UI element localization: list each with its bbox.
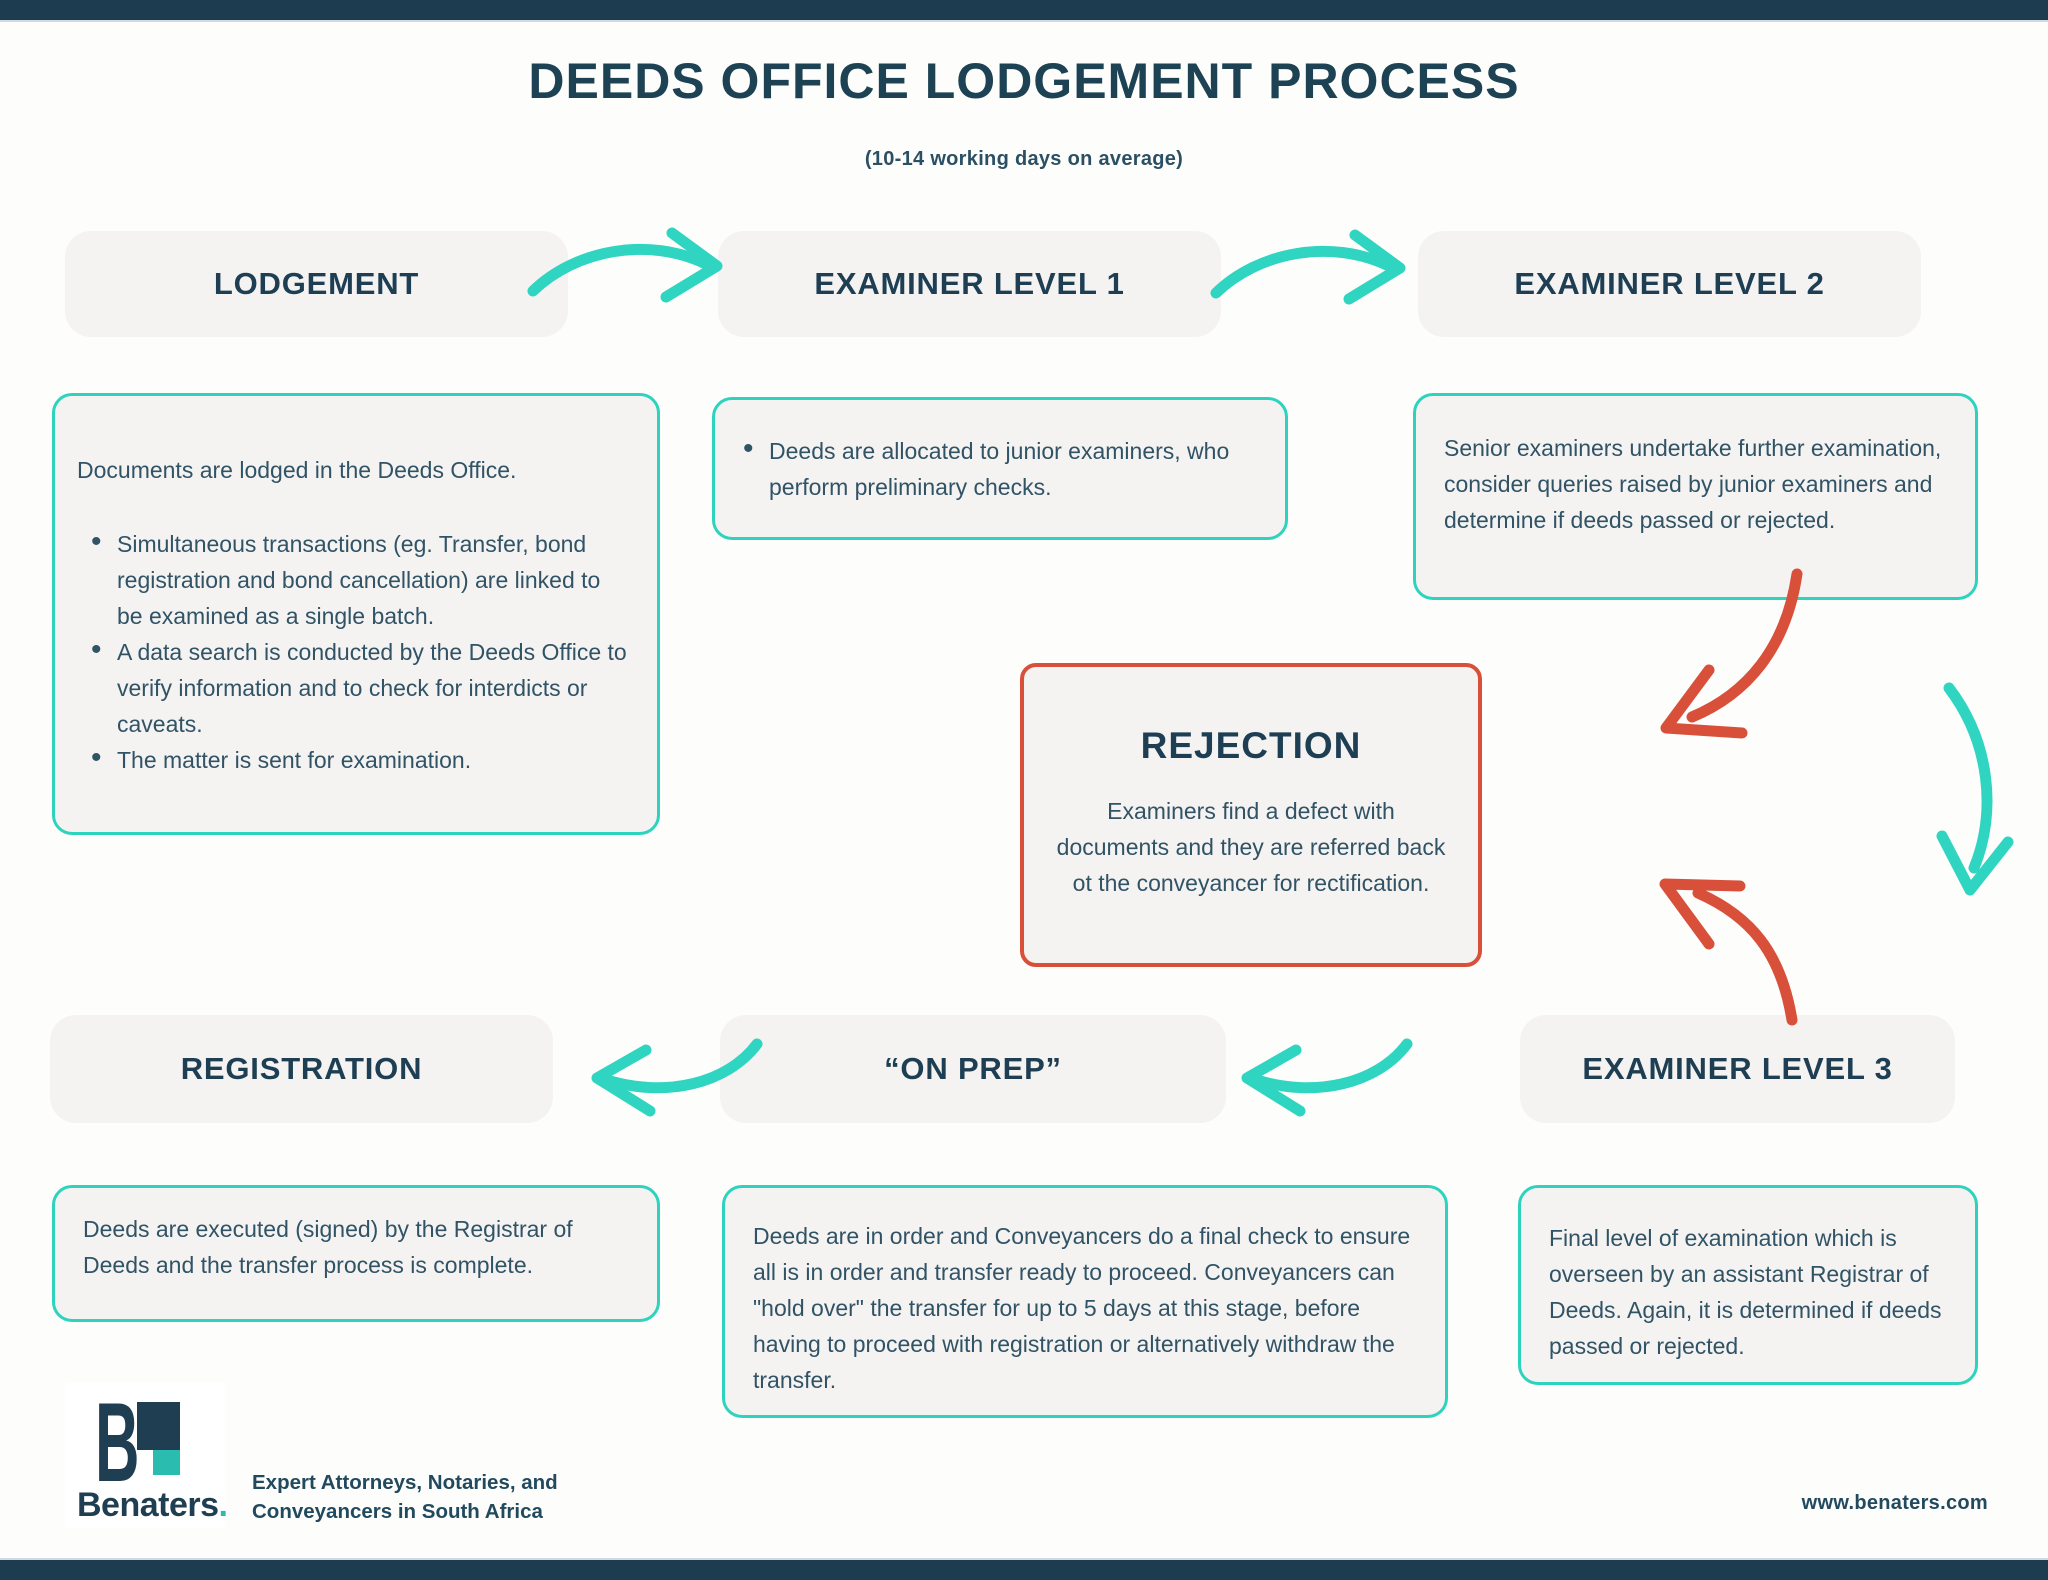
website-link[interactable]: www.benaters.com <box>1801 1492 1988 1514</box>
bullet-item: Simultaneous transactions (eg. Transfer,… <box>77 524 627 634</box>
arrow-examiner3-to-rejection-icon <box>1659 878 1798 1026</box>
logo-b-glyph-icon: B <box>95 1380 140 1505</box>
footer-tagline: Expert Attorneys, Notaries, and Conveyan… <box>252 1468 558 1526</box>
top-navy-bar <box>0 0 2048 22</box>
page-title: DEEDS OFFICE LODGEMENT PROCESS <box>528 53 1520 109</box>
logo-wordmark: Benaters. <box>77 1486 228 1525</box>
examiner-level-1-description: Deeds are allocated to junior examiners,… <box>712 397 1288 540</box>
on-prep-description: Deeds are in order and Conveyancers do a… <box>722 1185 1448 1418</box>
stage-examiner-level-2: EXAMINER LEVEL 2 <box>1418 231 1921 337</box>
examiner-level-2-text: Senior examiners undertake further exami… <box>1444 435 1942 533</box>
stage-lodgement-label: LODGEMENT <box>213 266 420 301</box>
registration-text: Deeds are executed (signed) by the Regis… <box>83 1216 573 1278</box>
examiner-level-2-description: Senior examiners undertake further exami… <box>1413 393 1978 600</box>
stage-examiner-level-3-label: EXAMINER LEVEL 3 <box>1582 1051 1893 1086</box>
stage-examiner-level-1: EXAMINER LEVEL 1 <box>718 231 1221 337</box>
examiner-level-3-text: Final level of examination which is over… <box>1549 1225 1942 1359</box>
stage-lodgement: LODGEMENT <box>65 231 568 337</box>
bottom-navy-bar <box>0 1558 2048 1580</box>
footer-tagline-line1: Expert Attorneys, Notaries, and <box>252 1471 558 1494</box>
bullet-item: A data search is conducted by the Deeds … <box>77 632 627 742</box>
examiner-level-3-description: Final level of examination which is over… <box>1518 1185 1978 1385</box>
registration-description: Deeds are executed (signed) by the Regis… <box>52 1185 660 1322</box>
page-subtitle: (10-14 working days on average) <box>864 148 1184 170</box>
stage-on-prep-label: “ON PREP” <box>884 1051 1062 1086</box>
rejection-title: REJECTION <box>1140 725 1362 766</box>
arrow-examiner3-to-onprep-icon <box>1241 1038 1413 1117</box>
logo-navy-square-icon <box>137 1402 180 1450</box>
arrow-examiner1-to-examiner2-icon <box>1210 229 1406 305</box>
lodgement-description: Documents are lodged in the Deeds Office… <box>52 393 660 835</box>
logo-teal-square-icon <box>153 1450 180 1475</box>
bullet-item: Deeds are allocated to junior examiners,… <box>729 431 1261 505</box>
arrow-examiner2-to-examiner3-icon <box>1936 682 2014 896</box>
stage-examiner-level-1-label: EXAMINER LEVEL 1 <box>814 266 1125 301</box>
footer-tagline-line2: Conveyancers in South Africa <box>252 1500 543 1523</box>
benaters-logo: B Benaters. <box>65 1380 228 1528</box>
stage-on-prep: “ON PREP” <box>720 1015 1226 1123</box>
lodgement-bullet-list: Simultaneous transactions (eg. Transfer,… <box>77 524 627 778</box>
stage-examiner-level-3: EXAMINER LEVEL 3 <box>1520 1015 1955 1123</box>
examiner-level-1-bullet-list: Deeds are allocated to junior examiners,… <box>729 431 1261 505</box>
stage-examiner-level-2-label: EXAMINER LEVEL 2 <box>1514 266 1825 301</box>
rejection-box: REJECTION Examiners find a defect with d… <box>1020 663 1482 967</box>
logo-wordmark-period: . <box>218 1486 228 1524</box>
lodgement-intro: Documents are lodged in the Deeds Office… <box>77 457 517 483</box>
rejection-text: Examiners find a defect with documents a… <box>1056 798 1446 896</box>
bullet-item: The matter is sent for examination. <box>77 740 627 778</box>
stage-registration: REGISTRATION <box>50 1015 553 1123</box>
on-prep-text: Deeds are in order and Conveyancers do a… <box>753 1223 1411 1393</box>
stage-registration-label: REGISTRATION <box>180 1051 423 1086</box>
logo-wordmark-text: Benaters <box>77 1486 219 1524</box>
